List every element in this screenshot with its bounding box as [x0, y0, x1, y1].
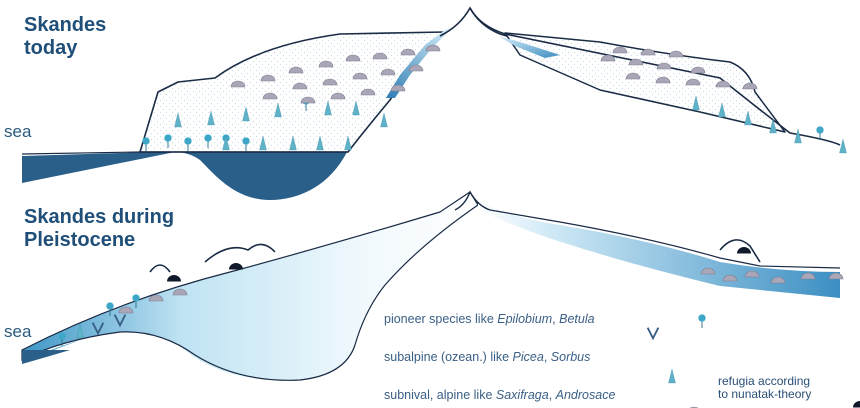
legend-pioneer: pioneer species like Epilobium, Betula [384, 312, 595, 326]
legend-subalpine-icon [669, 369, 676, 383]
legend-subalpine-taxon-2: Sorbus [551, 350, 591, 364]
title-pleistocene-line-1: Skandes during [24, 206, 174, 229]
subnival-icon [669, 51, 683, 57]
legend-refugia-icon [853, 401, 860, 408]
legend-v-icon [648, 328, 659, 339]
sea-pleistocene [22, 350, 70, 364]
title-today-line-2: today [24, 37, 106, 60]
refugia-icon [167, 275, 181, 282]
sea-label-today: sea [4, 122, 31, 142]
refugia-icon [229, 263, 243, 270]
ice-cap-today [140, 32, 445, 152]
legend-separator: , [549, 388, 556, 402]
title-pleistocene: Skandes during Pleistocene [24, 206, 174, 252]
legend-subnival: subnival, alpine like Saxifraga, Androsa… [384, 388, 615, 402]
subalpine-icon [795, 129, 802, 143]
legend-subnival-taxon-1: Saxifraga [496, 388, 549, 402]
legend-pioneer-taxon-2: Betula [559, 312, 594, 326]
ice-sheet-right [478, 200, 840, 298]
sea-label-pleistocene: sea [4, 322, 31, 342]
legend-subalpine: subalpine (ozean.) like Picea, Sorbus [384, 350, 590, 364]
ice-cap-right-today [505, 33, 785, 132]
refugia-icon [737, 247, 751, 254]
title-today: Skandes today [24, 14, 106, 60]
subalpine-icon [840, 139, 847, 153]
title-pleistocene-line-2: Pleistocene [24, 229, 174, 252]
legend-pioneer-taxon-1: Epilobium [497, 312, 552, 326]
legend-subnival-taxon-2: Androsace [556, 388, 616, 402]
legend-subalpine-taxon-1: Picea [513, 350, 544, 364]
legend-subnival-prefix: subnival, alpine like [384, 388, 496, 402]
title-today-line-1: Skandes [24, 14, 106, 37]
legend-pioneer-icon [698, 314, 705, 328]
subalpine-icon [381, 113, 388, 127]
legend-refugia: refugia according to nunatak-theory [712, 372, 817, 404]
panel-today [22, 8, 840, 200]
legend-refugia-line-2: to nunatak-theory [718, 388, 811, 401]
legend-separator: , [544, 350, 551, 364]
legend-subalpine-prefix: subalpine (ozean.) like [384, 350, 513, 364]
legend-pioneer-prefix: pioneer species like [384, 312, 497, 326]
